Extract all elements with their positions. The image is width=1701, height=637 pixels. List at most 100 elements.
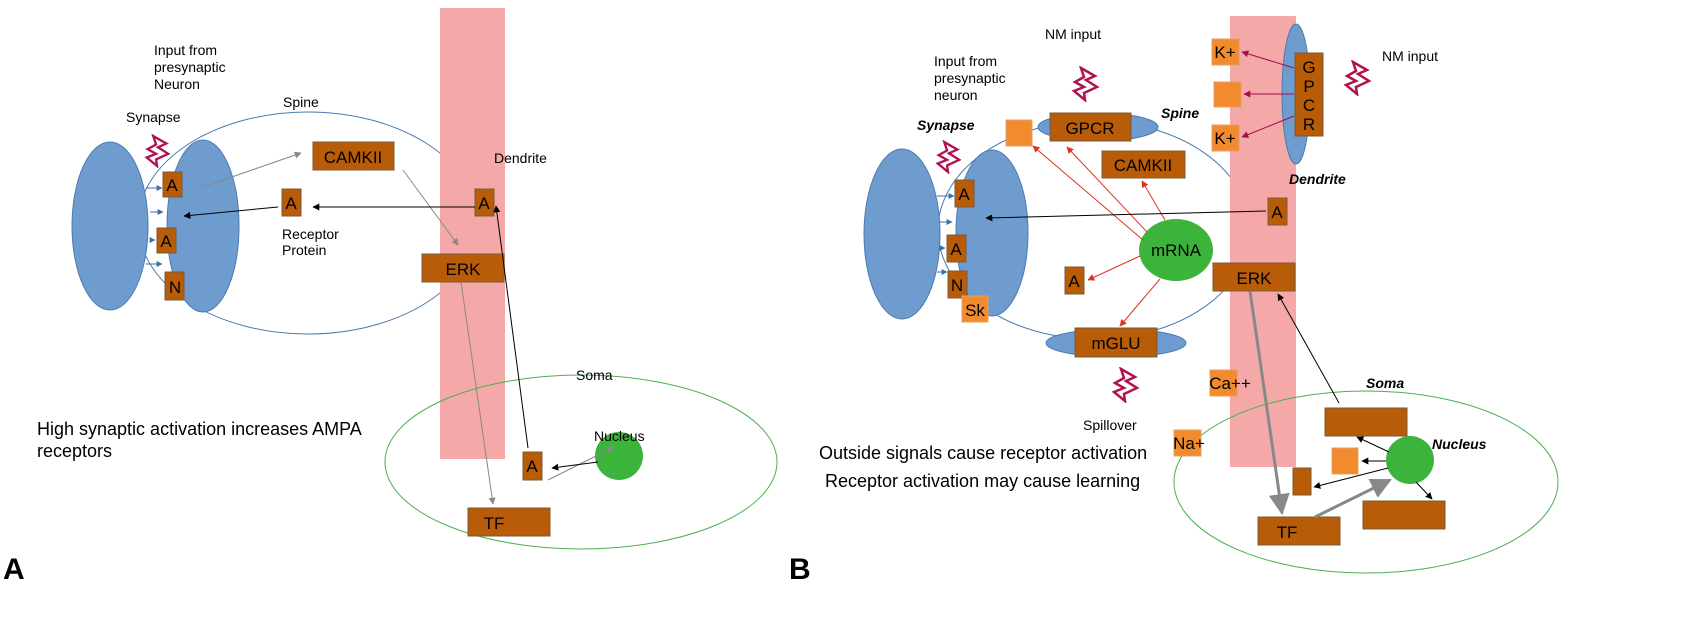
dendrite-label-b: Dendrite	[1289, 171, 1346, 187]
channel-square-mid	[1213, 81, 1242, 108]
svg-text:P: P	[1303, 77, 1314, 96]
svg-text:C: C	[1303, 96, 1315, 115]
svg-text:A: A	[1271, 203, 1283, 222]
receptor-a-mid-b: A	[946, 234, 967, 263]
soma-box-right	[1362, 500, 1446, 530]
dendrite-a-b: A	[1267, 197, 1288, 226]
svg-text:A: A	[285, 194, 297, 213]
soma-outline-b	[1173, 390, 1559, 574]
gpcr-box: GPCR	[1049, 112, 1132, 142]
soma-label: Soma	[576, 367, 613, 383]
svg-text:A: A	[478, 194, 490, 213]
svg-text:ERK: ERK	[446, 260, 482, 279]
k-channel-bottom: K+	[1211, 124, 1240, 152]
panel-b-arrows	[985, 50, 1433, 519]
presynaptic-neuron-b	[863, 148, 941, 320]
svg-text:A: A	[166, 176, 178, 195]
svg-text:Sk: Sk	[965, 301, 985, 320]
panel-a-arrows	[183, 151, 615, 505]
panel-b: A A N Sk GPCR CAMKII	[789, 16, 1559, 586]
svg-text:A: A	[526, 457, 538, 476]
panel-a: A A N CAMKII A A ERK	[3, 8, 778, 586]
svg-text:CAMKII: CAMKII	[324, 148, 383, 167]
gpcr-effector-square	[1005, 119, 1033, 147]
svg-text:A: A	[1068, 272, 1080, 291]
k-channel-top: K+	[1211, 38, 1240, 66]
receptor-a-mid: A	[156, 227, 177, 254]
panel-letter-b: B	[789, 553, 811, 586]
svg-text:N: N	[169, 278, 181, 297]
nucleus-circle	[595, 432, 643, 480]
receptor-a-top-b: A	[954, 179, 975, 208]
lightning-icon-nm-top	[1072, 66, 1099, 102]
soma-box-top	[1324, 407, 1408, 437]
svg-text:A: A	[950, 240, 962, 259]
receptor-protein-a: A	[281, 188, 302, 217]
spine-label-b: Spine	[1161, 105, 1199, 121]
lightning-icon-spillover	[1112, 367, 1139, 403]
na-channel: Na+	[1173, 429, 1205, 457]
svg-text:Ca++: Ca++	[1209, 374, 1251, 393]
lightning-icon-nm-right	[1344, 60, 1371, 96]
receptor-protein-label: Receptor Protein	[282, 226, 343, 258]
spine-a-b: A	[1064, 266, 1085, 295]
svg-text:mGLU: mGLU	[1091, 334, 1140, 353]
svg-text:GPCR: GPCR	[1065, 119, 1114, 138]
synaptic-release-arrows-b	[937, 193, 955, 275]
ca-channel: Ca++	[1209, 369, 1251, 397]
svg-text:A: A	[160, 232, 172, 251]
svg-text:R: R	[1303, 115, 1315, 134]
svg-text:K+: K+	[1214, 129, 1235, 148]
mrna-blob: mRNA	[1139, 219, 1213, 281]
mglu-box: mGLU	[1074, 327, 1158, 358]
nucleus-label-b: Nucleus	[1432, 436, 1487, 452]
spine-label: Spine	[283, 94, 319, 110]
nucleus-label: Nucleus	[594, 428, 645, 444]
dendrite-a: A	[474, 188, 495, 217]
nm-input-top-label: NM input	[1045, 26, 1101, 42]
input-label: Input from presynaptic Neuron	[154, 42, 229, 92]
svg-text:N: N	[951, 276, 963, 295]
synapse-label-b: Synapse	[917, 117, 975, 133]
svg-text:ERK: ERK	[1237, 269, 1273, 288]
synapse-label: Synapse	[126, 109, 181, 125]
svg-text:G: G	[1302, 58, 1315, 77]
erk-box: ERK	[421, 253, 505, 283]
soma-outline	[384, 374, 778, 550]
svg-text:TF: TF	[484, 514, 505, 533]
panel-letter-a: A	[3, 553, 25, 586]
soma-orange-square	[1331, 447, 1359, 475]
receptor-a-top: A	[162, 171, 183, 198]
input-label-b: Input from presynaptic neuron	[934, 53, 1009, 103]
caption-a: High synaptic activation increases AMPA …	[37, 419, 366, 461]
svg-text:mRNA: mRNA	[1151, 241, 1202, 260]
soma-small-box	[1292, 467, 1312, 496]
sk-channel: Sk	[961, 295, 989, 323]
caption-b: Outside signals cause receptor activatio…	[819, 443, 1152, 491]
nucleus-circle-b	[1386, 436, 1434, 484]
spillover-label: Spillover	[1083, 417, 1137, 433]
nm-input-right-label: NM input	[1382, 48, 1438, 64]
soma-label-b: Soma	[1366, 375, 1404, 391]
svg-text:Na+: Na+	[1173, 434, 1205, 453]
receptor-n: N	[164, 271, 185, 301]
svg-text:TF: TF	[1277, 523, 1298, 542]
erk-box-b: ERK	[1212, 262, 1296, 292]
receptor-n-b: N	[947, 270, 968, 299]
synaptic-release-arrows	[146, 185, 164, 267]
svg-text:CAMKII: CAMKII	[1114, 156, 1173, 175]
gpcr-vertical-box: G P C R	[1294, 52, 1324, 137]
svg-text:A: A	[958, 185, 970, 204]
lightning-icon-synapse	[936, 140, 961, 174]
postsynaptic-head	[166, 139, 240, 313]
tf-box-b: TF	[1257, 516, 1341, 546]
camkii-box: CAMKII	[312, 141, 395, 171]
dendrite-label: Dendrite	[494, 150, 547, 166]
camkii-box-b: CAMKII	[1101, 150, 1186, 179]
soma-a: A	[522, 451, 543, 481]
tf-box: TF	[467, 507, 551, 537]
lightning-icon	[145, 134, 170, 168]
presynaptic-neuron	[71, 141, 149, 311]
svg-text:K+: K+	[1214, 43, 1235, 62]
